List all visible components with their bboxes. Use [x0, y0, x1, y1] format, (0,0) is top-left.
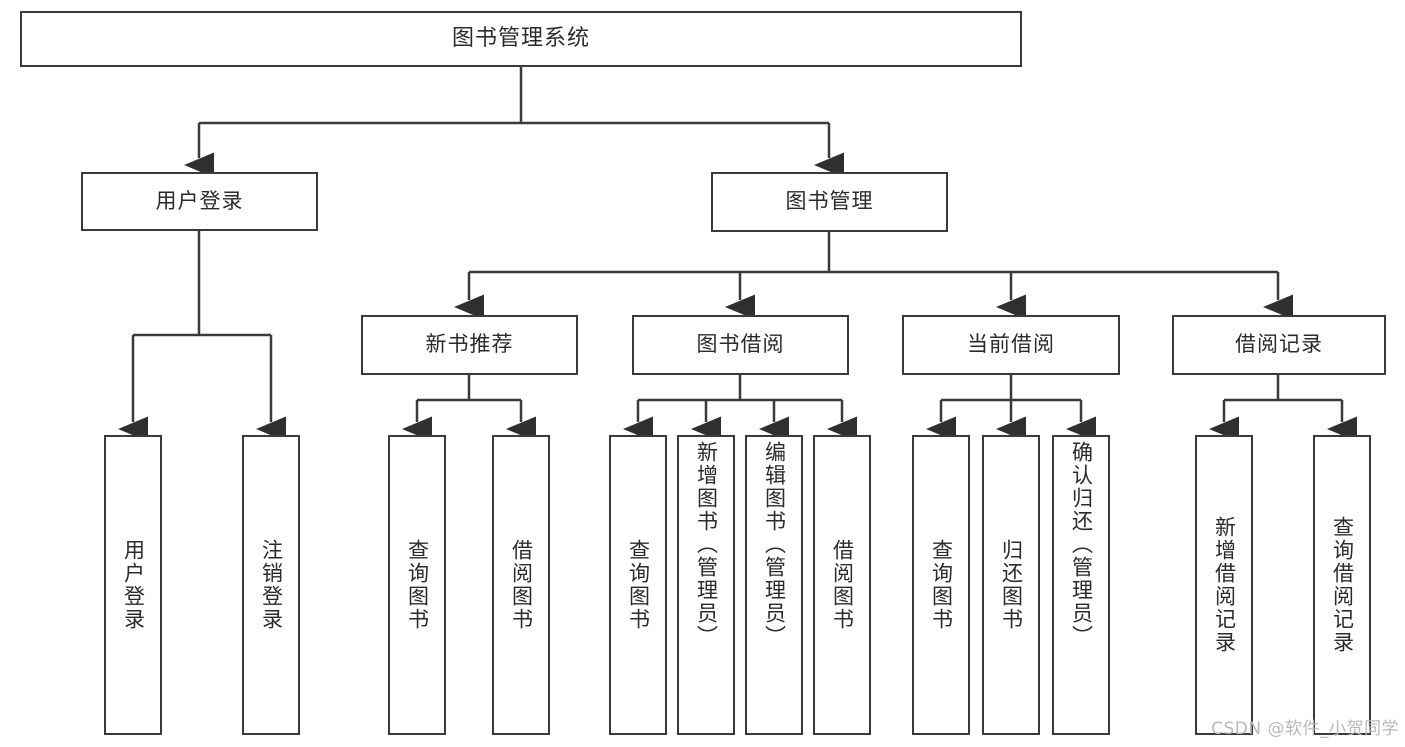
- leaf-label: 查询借阅记录: [1330, 516, 1355, 654]
- leaf-text-wrap: 新增借阅记录: [1197, 437, 1251, 733]
- leaf-query-borrow-record[interactable]: 查询借阅记录: [1313, 435, 1371, 735]
- leaf-borrow-book-new[interactable]: 借阅图书: [492, 435, 550, 735]
- leaf-text-wrap: 注销登录: [244, 437, 298, 733]
- leaf-text-wrap: 归还图书: [984, 437, 1038, 733]
- leaf-logout[interactable]: 注销登录: [242, 435, 300, 735]
- leaf-label: 确认归还（管理员）: [1069, 441, 1094, 648]
- leaf-label: 借阅图书: [830, 539, 855, 631]
- leaf-label: 新增图书（管理员）: [694, 441, 719, 648]
- node-user-login[interactable]: 用户登录: [81, 172, 318, 231]
- leaf-label: 注销登录: [259, 539, 284, 631]
- node-new-book-recommend[interactable]: 新书推荐: [361, 315, 578, 375]
- leaf-text-wrap: 用户登录: [106, 437, 160, 733]
- leaf-add-book-admin[interactable]: 新增图书（管理员）: [677, 435, 735, 735]
- csdn-watermark: CSDN @软件_小贺同学: [1211, 719, 1399, 739]
- node-book-management[interactable]: 图书管理: [711, 172, 948, 232]
- leaf-label: 新增借阅记录: [1212, 516, 1237, 654]
- node-current-borrow[interactable]: 当前借阅: [902, 315, 1120, 375]
- leaf-query-book-current[interactable]: 查询图书: [912, 435, 970, 735]
- leaf-return-book[interactable]: 归还图书: [982, 435, 1040, 735]
- leaf-text-wrap: 查询图书: [914, 437, 968, 733]
- leaf-label: 归还图书: [999, 539, 1024, 631]
- leaf-label: 查询图书: [929, 539, 954, 631]
- leaf-text-wrap: 查询图书: [611, 437, 665, 733]
- leaf-text-wrap: 查询图书: [390, 437, 444, 733]
- leaf-label: 查询图书: [626, 539, 651, 631]
- leaf-query-book[interactable]: 查询图书: [609, 435, 667, 735]
- leaf-label: 编辑图书（管理员）: [762, 441, 787, 648]
- leaf-label: 借阅图书: [509, 539, 534, 631]
- leaf-text-wrap: 编辑图书（管理员）: [747, 437, 801, 737]
- leaf-text-wrap: 借阅图书: [494, 437, 548, 733]
- node-book-borrow[interactable]: 图书借阅: [632, 315, 849, 375]
- leaf-text-wrap: 查询借阅记录: [1315, 437, 1369, 733]
- leaf-add-borrow-record[interactable]: 新增借阅记录: [1195, 435, 1253, 735]
- leaf-text-wrap: 确认归还（管理员）: [1054, 437, 1108, 737]
- node-borrow-record[interactable]: 借阅记录: [1172, 315, 1386, 375]
- leaf-label: 用户登录: [121, 539, 146, 631]
- leaf-text-wrap: 借阅图书: [815, 437, 869, 733]
- leaf-edit-book-admin[interactable]: 编辑图书（管理员）: [745, 435, 803, 735]
- leaf-borrow-book[interactable]: 借阅图书: [813, 435, 871, 735]
- leaf-user-login[interactable]: 用户登录: [104, 435, 162, 735]
- leaf-confirm-return-admin[interactable]: 确认归还（管理员）: [1052, 435, 1110, 735]
- leaf-query-book-new[interactable]: 查询图书: [388, 435, 446, 735]
- leaf-label: 查询图书: [405, 539, 430, 631]
- node-root[interactable]: 图书管理系统: [20, 11, 1022, 67]
- leaf-text-wrap: 新增图书（管理员）: [679, 437, 733, 737]
